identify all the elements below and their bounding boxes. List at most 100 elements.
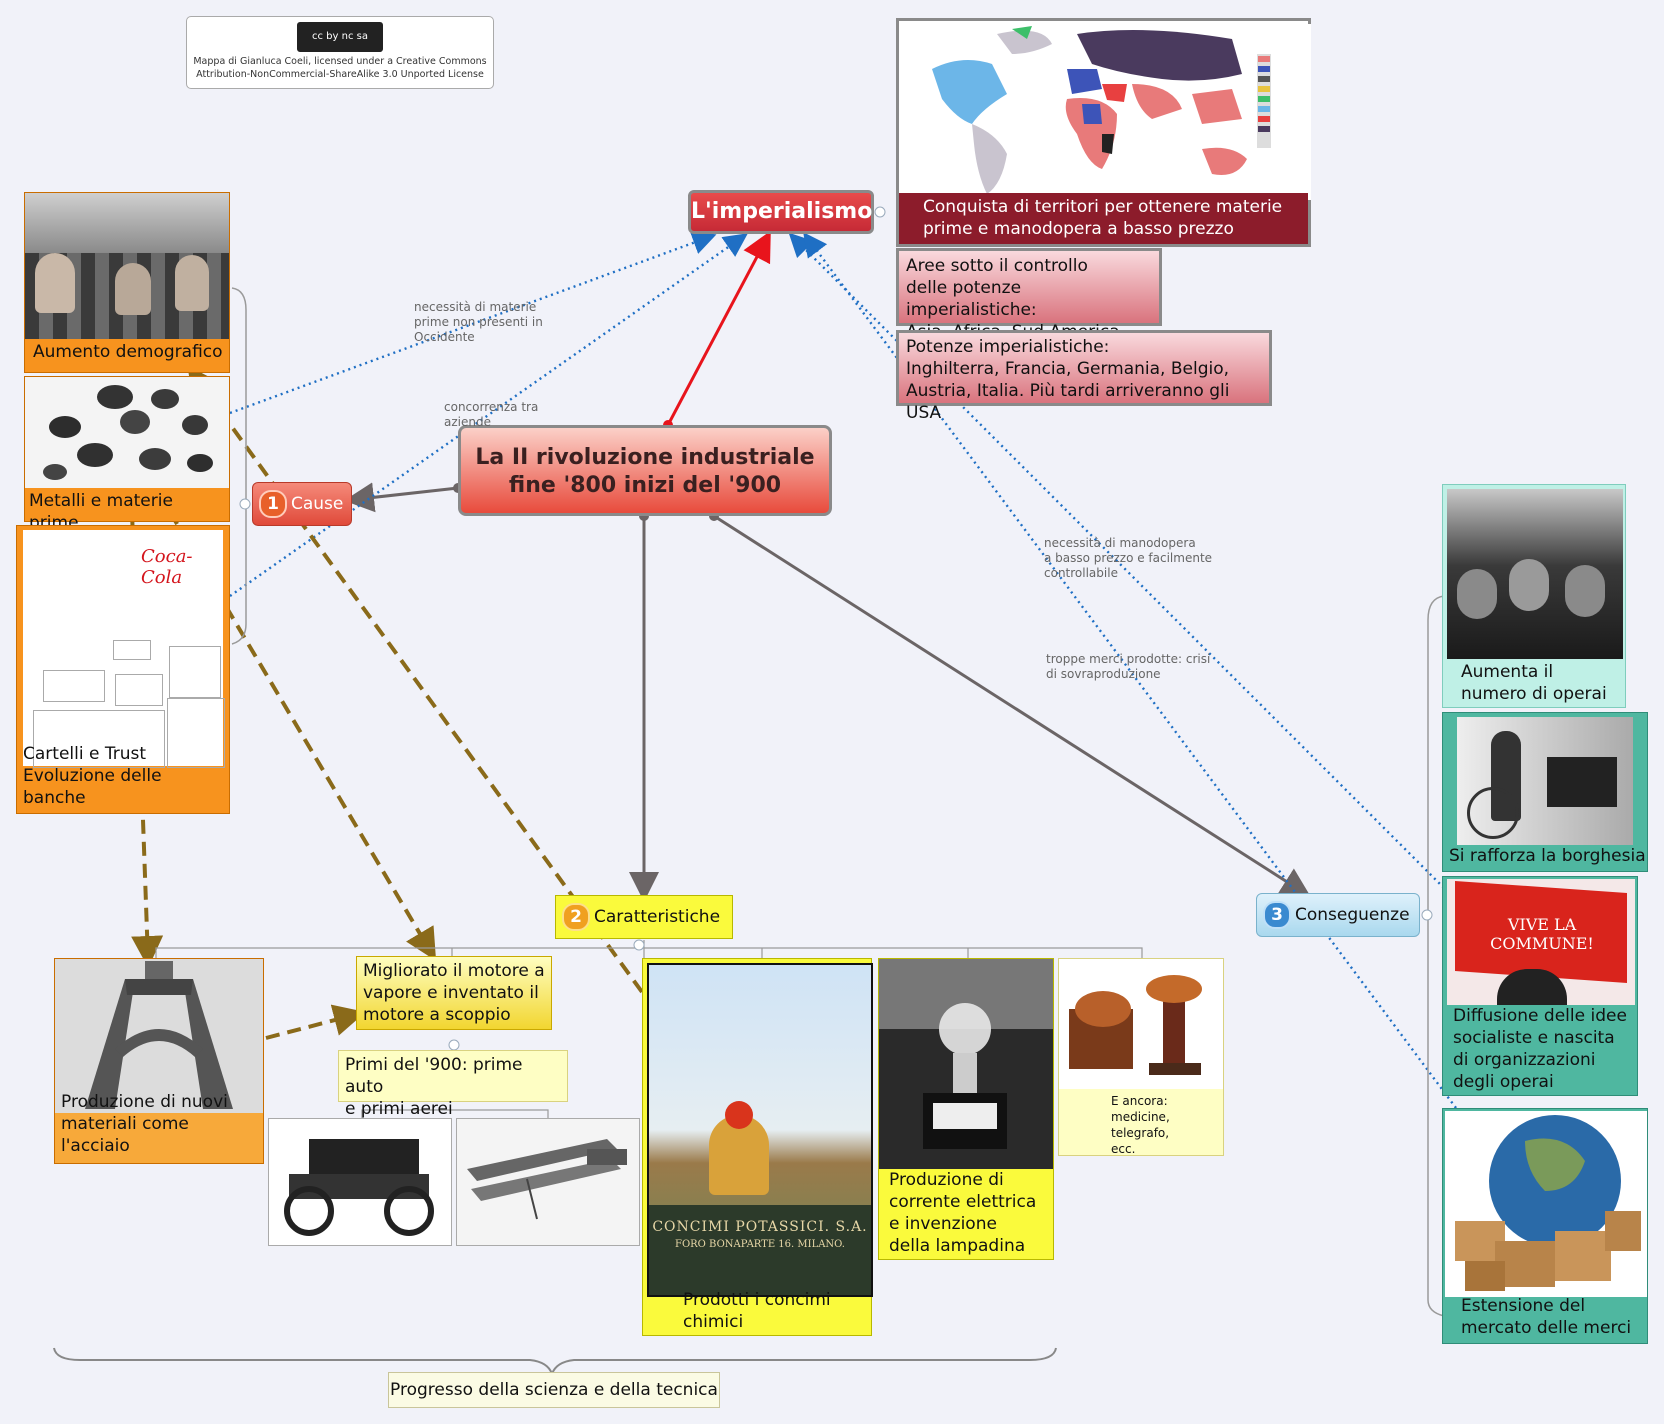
relation-line: troppe merci prodotte: crisi: [1046, 652, 1211, 666]
cause-badge-icon: 1: [259, 490, 287, 518]
dash-metals-motor: [168, 510, 437, 961]
powers-line: Potenze imperialistiche:: [906, 337, 1110, 357]
poster-subtitle: FORO BONAPARTE 16. MILANO.: [675, 1239, 845, 1250]
progress-label: Progresso della scienza e della tecnica: [390, 1380, 718, 1400]
relation-line: di sovraproduzione: [1046, 667, 1161, 681]
workers-photo: [1447, 489, 1623, 659]
map-caption-line: prime e manodopera a basso prezzo: [923, 219, 1234, 239]
cause-label: Cause: [291, 494, 344, 514]
socialism-label-line: Diffusione delle idee: [1453, 1006, 1627, 1026]
commune-poster: VIVE LA COMMUNE!: [1447, 879, 1635, 1005]
consequences-label: Conseguenze: [1295, 905, 1410, 925]
dash-steel-motor: [265, 1004, 366, 1040]
char-motor[interactable]: Migliorato il motore a vapore e inventat…: [356, 956, 552, 1030]
cause-cartels-label: Cartelli e Trust Evoluzione delle banche: [23, 743, 229, 809]
progress-node[interactable]: Progresso della scienza e della tecnica: [388, 1372, 720, 1408]
cause-metals-label: Metalli e materie prime: [25, 488, 229, 533]
char-electricity[interactable]: Produzione di corrente elettrica e inven…: [878, 958, 1054, 1260]
more-line: telegrafo,: [1111, 1126, 1170, 1140]
relation-line: prime non presenti in: [414, 315, 543, 329]
world-map-image: [902, 24, 1311, 200]
fert-label-line: Prodotti i concimi: [683, 1290, 831, 1310]
char-more-label: E ancora: medicine, telegrafo, ecc.: [1111, 1093, 1170, 1157]
relation-label-competition: concorrenza tra aziende: [444, 400, 564, 430]
bourgeoisie-photo: [1457, 717, 1633, 845]
imperial-areas-node[interactable]: Aree sotto il controllo delle potenze im…: [896, 248, 1162, 342]
cause-demographic[interactable]: Aumento demografico: [24, 192, 230, 373]
imperial-powers-node[interactable]: Potenze imperialistiche: Inghilterra, Fr…: [896, 330, 1272, 423]
motor-line: vapore e inventato il: [363, 983, 539, 1003]
consequence-workers[interactable]: Aumenta il numero di operai: [1442, 484, 1626, 708]
relation-line: controllabile: [1044, 566, 1118, 580]
imperialism-node[interactable]: L'imperialismo: [688, 190, 874, 234]
cartels-image: Coca-Cola: [23, 530, 225, 768]
consequence-bourgeoisie-label: Si rafforza la borghesia: [1449, 846, 1646, 866]
dash-fertilizer-demographic: [187, 365, 644, 994]
edge-central-imperialism: [666, 230, 771, 426]
collapse-marker[interactable]: [239, 498, 251, 510]
char-fertilizer-label: Prodotti i concimi chimici: [683, 1289, 831, 1333]
relation-label-overproduction: troppe merci prodotte: crisi di sovrapro…: [1046, 652, 1226, 682]
elec-label-line: corrente elettrica: [889, 1192, 1037, 1212]
relation-raw-materials: [229, 231, 717, 415]
consequence-socialism[interactable]: VIVE LA COMMUNE! Diffusione delle idee s…: [1442, 876, 1638, 1096]
relation-line: a basso prezzo e facilmente: [1044, 551, 1213, 565]
consequence-socialism-label: Diffusione delle idee socialiste e nasci…: [1453, 1005, 1627, 1093]
fert-label-line: chimici: [683, 1312, 744, 1332]
consequences-badge-icon: 3: [1263, 901, 1291, 929]
char-more[interactable]: E ancora: medicine, telegrafo, ecc.: [1058, 958, 1224, 1156]
char-steel-label: Produzione di nuovi materiali come l'acc…: [61, 1091, 263, 1157]
workers-label-line: numero di operai: [1461, 684, 1607, 704]
powers-line: Austria, Italia. Più tardi arriveranno g…: [906, 381, 1230, 423]
world-map-node[interactable]: Conquista di territori per ottenere mate…: [896, 18, 1311, 247]
relation-line: necessità di materie: [414, 300, 537, 314]
cartels-label-line: Cartelli e Trust: [23, 744, 147, 764]
relation-line: concorrenza tra: [444, 400, 539, 414]
cause-cartels[interactable]: Coca-Cola Cartelli e Trust Evoluzione de…: [16, 525, 230, 814]
cartels-label-line: Evoluzione delle banche: [23, 766, 162, 808]
first-line: e primi aerei: [345, 1099, 453, 1119]
char-steel[interactable]: Produzione di nuovi materiali come l'acc…: [54, 958, 264, 1164]
market-label-line: mercato delle merci: [1461, 1318, 1632, 1338]
motor-line: motore a scoppio: [363, 1005, 511, 1025]
crowd-photo: [25, 193, 229, 345]
more-line: E ancora:: [1111, 1094, 1168, 1108]
model-t-car-photo: [268, 1118, 452, 1246]
cause-metals[interactable]: Metalli e materie prime: [24, 376, 230, 533]
poster-title: CONCIMI POTASSICI. S.A.: [652, 1219, 868, 1235]
map-caption: Conquista di territori per ottenere mate…: [899, 193, 1308, 244]
map-caption-line: Conquista di territori per ottenere mate…: [923, 197, 1283, 217]
powers-line: Inghilterra, Francia, Germania, Belgio,: [906, 359, 1230, 379]
coca-cola-logo: Coca-Cola: [141, 546, 193, 588]
collapse-marker[interactable]: [874, 206, 886, 218]
char-electricity-label: Produzione di corrente elettrica e inven…: [889, 1169, 1036, 1257]
central-topic[interactable]: La II rivoluzione industriale fine '800 …: [458, 425, 832, 516]
wright-plane-photo: [456, 1118, 640, 1246]
collapse-marker[interactable]: [1421, 909, 1433, 921]
elec-label-line: della lampadina: [889, 1236, 1026, 1256]
characteristics-badge-icon: 2: [562, 903, 590, 931]
characteristics-label: Caratteristiche: [594, 907, 721, 927]
imperialism-title: L'imperialismo: [691, 199, 873, 224]
more-line: ecc.: [1111, 1142, 1136, 1156]
consequence-market[interactable]: Estensione del mercato delle merci: [1442, 1108, 1648, 1344]
edge-central-consequences: [713, 514, 1312, 898]
consequences-bracket: [1427, 595, 1445, 1317]
progress-brace: [53, 1347, 1057, 1378]
collapse-marker[interactable]: [448, 1039, 460, 1051]
coal-photo: [25, 377, 229, 493]
collapse-marker[interactable]: [633, 939, 645, 951]
elec-label-line: e invenzione: [889, 1214, 997, 1234]
relation-line: necessità di manodopera: [1044, 536, 1196, 550]
char-first-cars-planes[interactable]: Primi del '900: prime auto e primi aerei: [338, 1050, 568, 1119]
relation-label-labour: necessità di manodopera a basso prezzo e…: [1044, 536, 1224, 581]
eiffel-tower-photo: [55, 959, 263, 1113]
char-fertilizer[interactable]: CONCIMI POTASSICI. S.A. FORO BONAPARTE 1…: [642, 958, 873, 1336]
steel-label-line: materiali come l'acciaio: [61, 1114, 189, 1156]
consequence-bourgeoisie[interactable]: Si rafforza la borghesia: [1442, 712, 1648, 872]
central-topic-line: La II rivoluzione industriale: [475, 445, 815, 470]
characteristics-tree: [155, 940, 1143, 1118]
